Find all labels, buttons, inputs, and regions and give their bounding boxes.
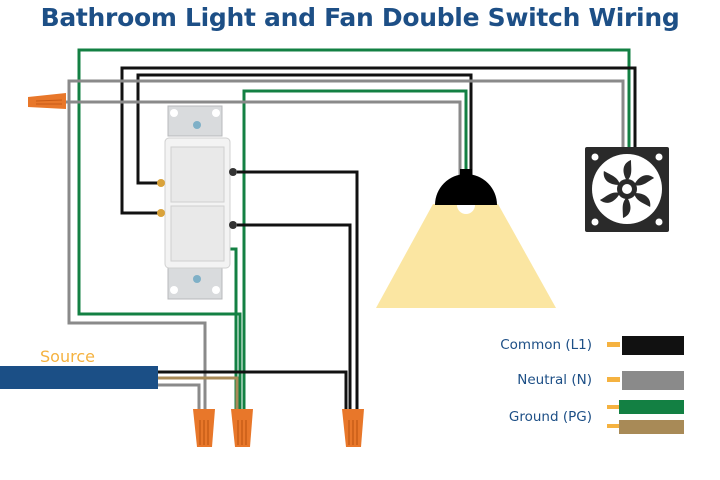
legend-label-ground: Ground (PG) bbox=[508, 409, 592, 425]
legend-swatch-bare bbox=[619, 420, 684, 434]
wire-hot-lamp bbox=[136, 73, 473, 185]
wire-connector-hot bbox=[342, 409, 364, 447]
page-title: Bathroom Light and Fan Double Switch Wir… bbox=[40, 3, 680, 32]
wire-ground-lamp bbox=[242, 89, 468, 412]
exhaust-fan-icon bbox=[585, 147, 669, 232]
legend-label-neutral: Neutral (N) bbox=[517, 372, 592, 388]
wire-source-neutral bbox=[157, 383, 201, 412]
dark-screw-icon bbox=[229, 168, 237, 176]
legend-swatch-common bbox=[622, 336, 684, 355]
light-fixture-icon bbox=[376, 169, 556, 308]
dark-screw-icon bbox=[229, 221, 237, 229]
wire-neutral-lamp bbox=[66, 100, 462, 180]
wire-switch-load-bottom bbox=[237, 223, 352, 412]
switch-toggle-top bbox=[170, 146, 225, 203]
wire-ground-switch bbox=[230, 247, 238, 412]
switch-toggle-bottom bbox=[170, 205, 225, 262]
wire-ground-fan bbox=[77, 48, 631, 412]
legend-swatch-ground bbox=[619, 400, 684, 414]
wire-connector-neutral bbox=[193, 409, 215, 447]
legend-swatch-neutral bbox=[622, 371, 684, 390]
wire-hot-fan bbox=[120, 66, 637, 215]
wire-source-bare bbox=[157, 376, 239, 412]
source-label: Source bbox=[40, 347, 95, 366]
source-cable bbox=[0, 366, 158, 389]
wire-source-hot bbox=[157, 370, 348, 412]
wire-nut-icon bbox=[28, 93, 66, 109]
wire-connector-ground bbox=[231, 409, 253, 447]
wire-neutral-fan bbox=[67, 79, 625, 412]
double-switch bbox=[157, 105, 237, 300]
wire-switch-load-top bbox=[237, 170, 359, 412]
brass-screw-icon bbox=[157, 209, 165, 217]
brass-screw-icon bbox=[157, 179, 165, 187]
legend-swatches bbox=[607, 336, 684, 434]
legend-label-common: Common (L1) bbox=[500, 337, 592, 353]
